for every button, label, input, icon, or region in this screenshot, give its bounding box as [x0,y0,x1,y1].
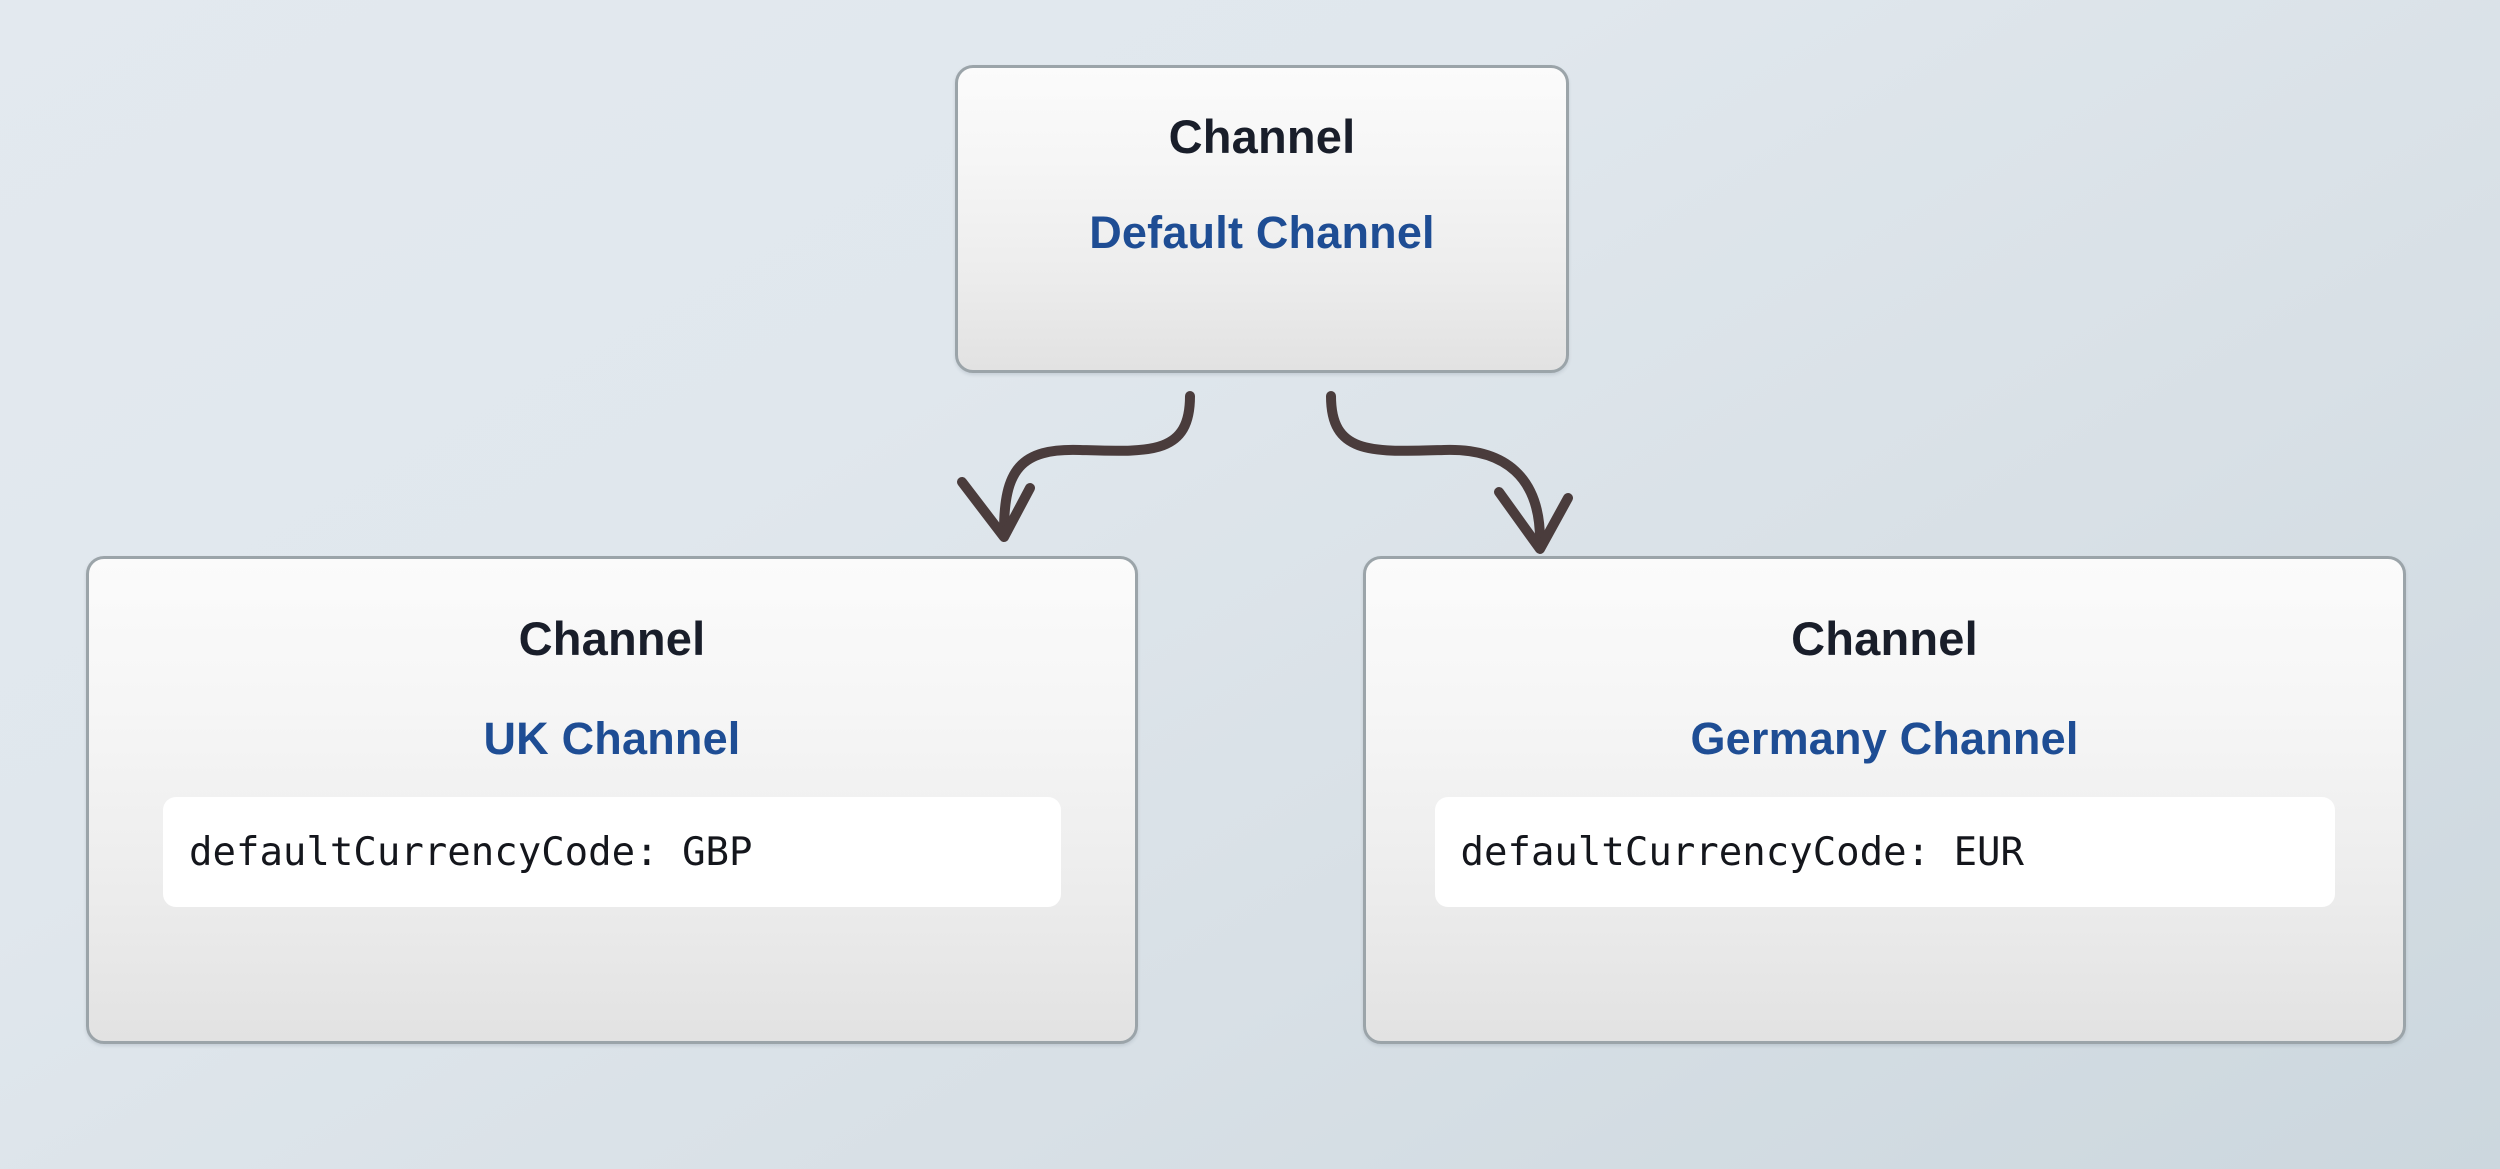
edge-root-to-germany-arrowhead [1494,487,1573,554]
node-attribute-defaultcurrencycode: defaultCurrencyCode: GBP [163,797,1061,907]
edge-root-to-uk-arrowhead [957,477,1035,542]
edge-root-to-uk [999,391,1195,537]
node-uk-channel[interactable]: Channel UK Channel defaultCurrencyCode: … [86,556,1138,1044]
node-type-label: Channel [1168,110,1356,163]
node-attribute-defaultcurrencycode: defaultCurrencyCode: EUR [1434,797,2335,907]
node-type-label: Channel [1791,612,1978,665]
node-name-label: Default Channel [1089,207,1435,258]
node-name-label: Germany Channel [1690,713,2079,764]
node-germany-channel[interactable]: Channel Germany Channel defaultCurrencyC… [1363,556,2406,1044]
node-default-channel[interactable]: Channel Default Channel [955,65,1569,373]
node-name-label: UK Channel [483,713,741,764]
node-type-label: Channel [518,612,706,665]
edge-root-to-germany [1326,391,1545,545]
